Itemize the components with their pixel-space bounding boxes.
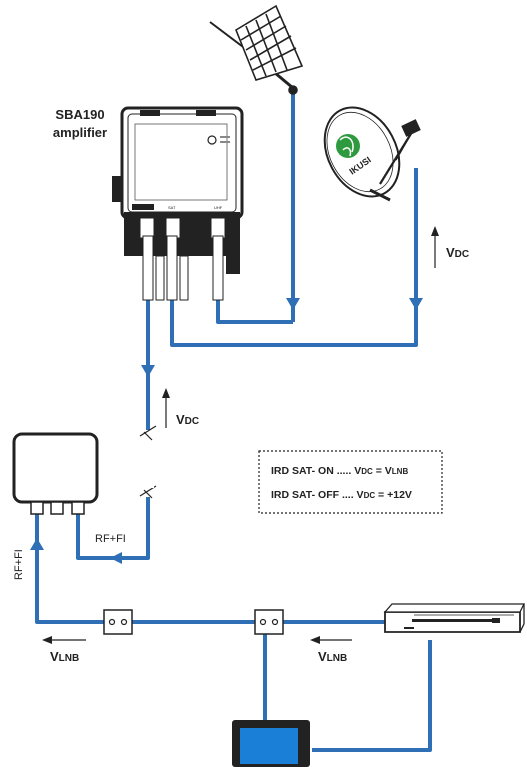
vlnb-left-main: V xyxy=(50,649,59,664)
amp-port-label-output: OUTPUT xyxy=(137,205,154,210)
svg-text:IRD SAT- OFF .... VDC = +12V: IRD SAT- OFF .... VDC = +12V xyxy=(271,489,412,501)
rf-fi-vertical-label: RF+FI xyxy=(13,549,25,580)
vlnb-right-main: V xyxy=(318,649,327,664)
vdc-lower-sub: DC xyxy=(185,416,199,427)
legend-line1-sub: DC xyxy=(361,467,373,476)
cable-receiver-to-tv xyxy=(312,640,432,752)
vlnb-left-sub: LNB xyxy=(59,653,80,664)
vlnb-right: VLNB xyxy=(310,636,352,664)
cable-uhf-to-amp xyxy=(216,300,293,324)
satellite-dish-icon: IKUSI xyxy=(323,106,421,202)
legend-line2-sub: DC xyxy=(364,491,376,500)
arrow-output xyxy=(141,365,155,377)
legend-line1-eq-sub: LNB xyxy=(392,467,409,476)
cable-arrows xyxy=(30,298,423,564)
vdc-upper: VDC xyxy=(431,226,469,268)
vlnb-right-sub: LNB xyxy=(327,653,348,664)
dish-logo-icon xyxy=(336,134,360,158)
satellite-receiver-device xyxy=(383,603,526,633)
vdc-upper-sub: DC xyxy=(455,249,469,260)
amplifier-device: OUTPUT SAT UHF xyxy=(112,106,244,301)
amplifier-kind: amplifier xyxy=(53,125,107,140)
amp-port-label-uhf: UHF xyxy=(214,205,223,210)
vdc-lower: VDC xyxy=(162,388,199,428)
vlnb-left: VLNB xyxy=(42,636,86,664)
cable-dish xyxy=(170,168,418,347)
arrow-uhf xyxy=(286,298,300,310)
arrow-dish xyxy=(409,298,423,310)
wall-plate-right xyxy=(254,609,284,635)
legend-line2-eq: = +12V xyxy=(375,489,412,501)
uhf-antenna-icon xyxy=(209,4,304,95)
wall-plate-left xyxy=(103,609,133,635)
amplifier-name: SBA190 xyxy=(55,107,104,122)
legend-line2: IRD SAT- OFF .... V xyxy=(271,489,364,501)
svg-text:IRD SAT- ON ..... VDC = VLNB: IRD SAT- ON ..... VDC = VLNB xyxy=(271,465,408,477)
legend-box: IRD SAT- ON ..... VDC = VLNB IRD SAT- OF… xyxy=(258,450,443,514)
tv-device xyxy=(232,720,310,767)
tv-screen xyxy=(240,728,298,764)
legend-line1: IRD SAT- ON ..... V xyxy=(271,465,361,477)
legend-line1-eq: = V xyxy=(373,465,392,477)
cable-break xyxy=(139,425,157,499)
svg-text:VDC: VDC xyxy=(176,412,199,427)
svg-text:VLNB: VLNB xyxy=(318,649,347,664)
cable-psu-left xyxy=(35,513,108,624)
power-supply-device xyxy=(12,432,99,515)
svg-text:VDC: VDC xyxy=(446,245,469,260)
svg-text:VLNB: VLNB xyxy=(50,649,79,664)
arrow-psu-left xyxy=(30,538,44,550)
vdc-upper-main: V xyxy=(446,245,455,260)
vdc-lower-main: V xyxy=(176,412,185,427)
amp-port-label-sat: SAT xyxy=(168,205,176,210)
rf-fi-horizontal-label: RF+FI xyxy=(95,533,126,545)
arrow-rf-fi xyxy=(110,552,122,564)
